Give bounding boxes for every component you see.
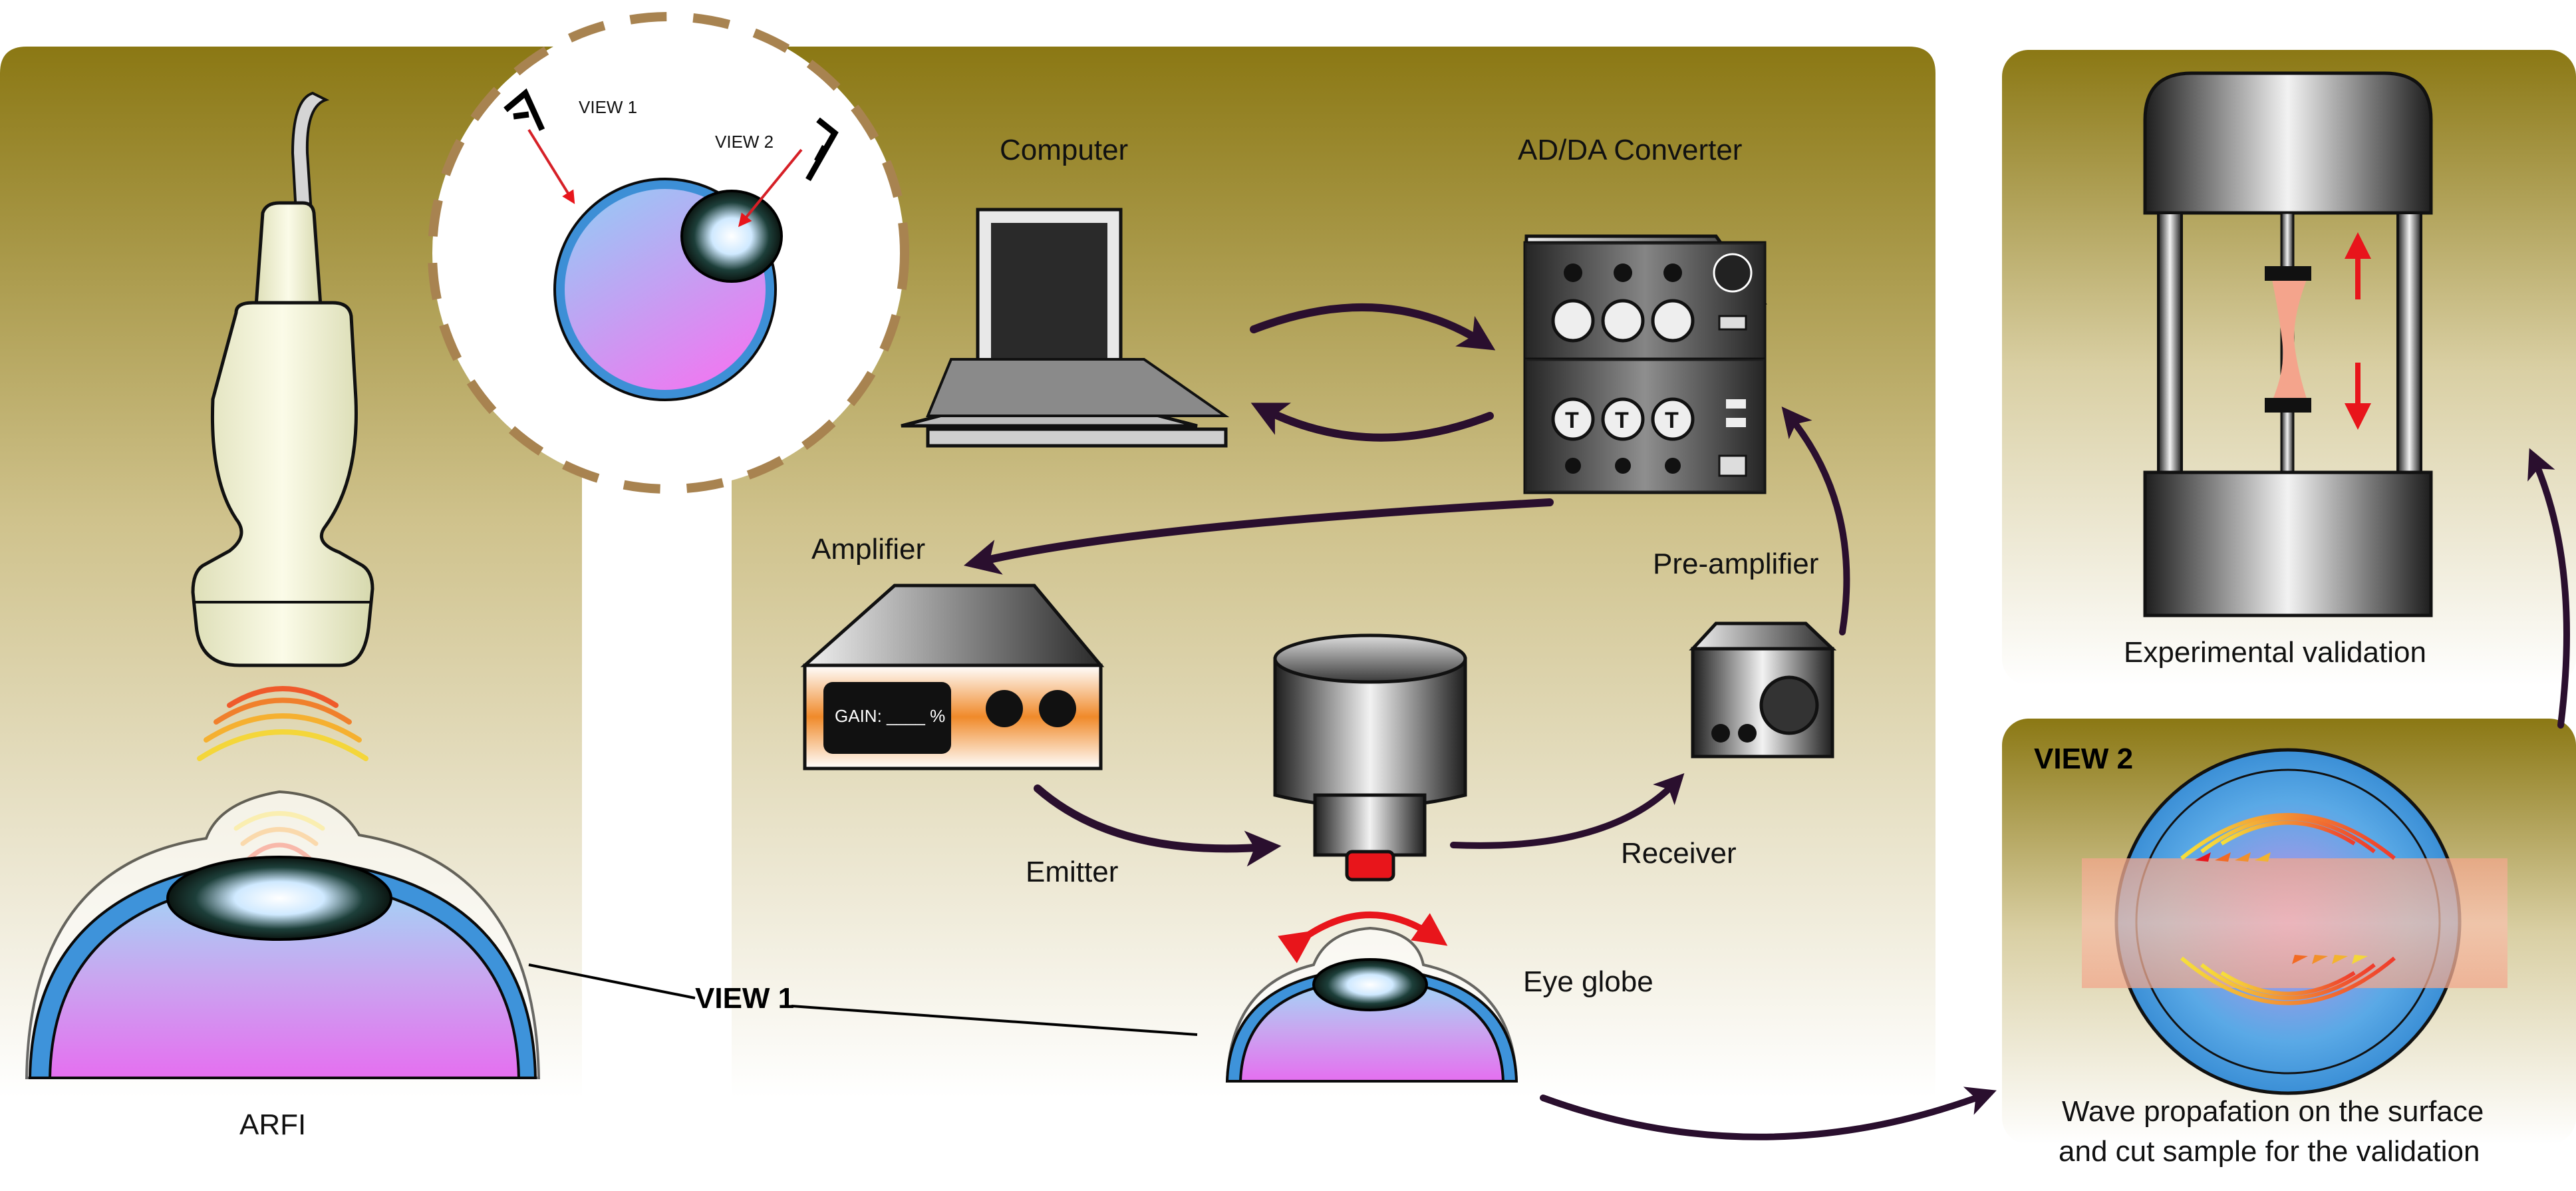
flow-arrows [963,303,2570,1140]
preamplifier-label: Pre-amplifier [1653,548,1818,580]
arfi-label: ARFI [239,1108,306,1141]
view1-connector [528,963,1198,1036]
amplifier-label: Amplifier [811,533,925,566]
view2-title: VIEW 2 [2034,743,2133,775]
gain-display: GAIN: ____ % [835,706,945,726]
arrow-converter-to-amplifier [963,498,1554,575]
wave-caption-line2: and cut sample for the validation [2059,1135,2480,1168]
wave-caption-line1: Wave propafation on the surface [2062,1095,2484,1128]
emitter-label: Emitter [1026,856,1118,888]
experimental-validation-label: Experimental validation [2124,636,2426,669]
small-eye-globe [1225,912,1518,1083]
adda-converter: T T T [1523,234,1767,494]
tensile-tester [2143,71,2433,617]
computer-label: Computer [1000,134,1128,166]
inset-eye [553,178,783,401]
inset-view2-label: VIEW 2 [715,132,774,152]
arrow-converter-to-computer [1250,403,1494,442]
arrow-preamp-to-converter [1781,407,1850,635]
large-eye-globe [25,790,541,1079]
eye-viewer-1-icon [503,88,575,204]
amplifier-box [800,584,1105,770]
transducer [1273,633,1467,882]
arrow-eye-to-view2 [1540,1087,1997,1140]
computer-laptop [901,208,1230,448]
svg-text:T: T [1665,408,1679,433]
view1-label: VIEW 1 [695,982,794,1015]
ultrasound-probe [191,91,374,667]
inset-view1-label: VIEW 1 [579,97,637,117]
preamplifier-box [1689,621,1837,759]
eye-globe-label: Eye globe [1523,965,1653,998]
svg-text:T: T [1565,408,1579,433]
svg-text:T: T [1615,408,1629,433]
arrow-view2-to-validation [2527,448,2570,729]
view2-eye [2082,748,2507,1095]
arrow-transducer-to-preamp [1450,772,1685,849]
receiver-label: Receiver [1621,837,1737,870]
arrow-amplifier-to-emitter [1034,784,1282,867]
converter-label: AD/DA Converter [1518,134,1742,166]
arrow-computer-to-converter [1250,303,1496,351]
eye-viewer-2-icon [738,117,839,228]
